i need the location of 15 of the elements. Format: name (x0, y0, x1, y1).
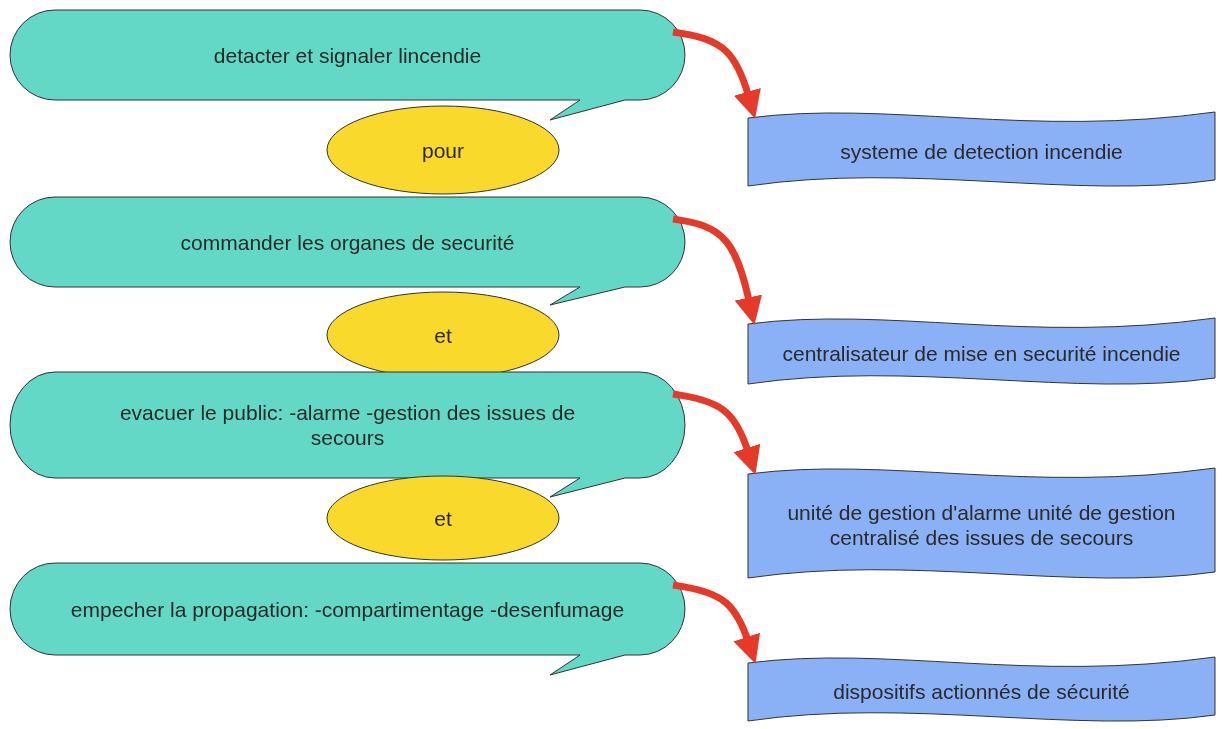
node-label: pour (422, 137, 464, 163)
node-label: systeme de detection incendie (840, 138, 1123, 164)
node-label: commander les organes de securité (180, 229, 515, 255)
node-label: detacter et signaler lincendie (213, 42, 482, 68)
arrow (672, 581, 761, 664)
arrow (672, 215, 762, 325)
node-label: empecher la propagation: -compartimentage -desenfumage (70, 596, 625, 622)
node-label: et (434, 505, 452, 531)
node-label: et (434, 322, 452, 348)
node-label: evacuer le public: -alarme -gestion des issues de secours (118, 400, 577, 450)
arrow (672, 390, 761, 475)
arrow (672, 28, 761, 119)
node-label: unité de gestion d'alarme unité de gestion centralisé des issues de secours (786, 500, 1177, 550)
node-label: dispositifs actionnés de sécurité (833, 678, 1130, 704)
node-label: centralisateur de mise en securité incendie (782, 340, 1181, 366)
